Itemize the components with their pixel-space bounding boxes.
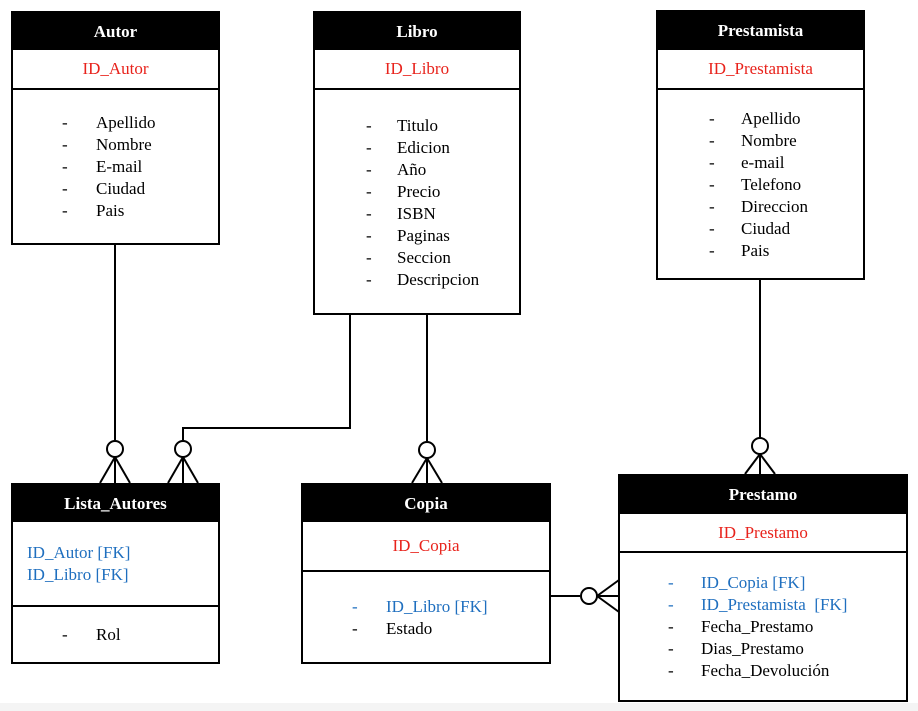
attribute-item: -Apellido bbox=[62, 113, 156, 132]
attribute-item: -Descripcion bbox=[366, 270, 480, 289]
entity-title: Libro bbox=[315, 13, 519, 50]
canvas-bottom-edge bbox=[0, 703, 918, 711]
attribute-item: -E-mail bbox=[62, 157, 143, 176]
entity-copia: Copia ID_Copia -ID_Libro [FK] -Estado bbox=[301, 483, 551, 664]
attribute-item: -Rol bbox=[62, 625, 121, 644]
attribute-item: -Estado bbox=[352, 619, 433, 638]
attribute-item: -Ciudad bbox=[709, 219, 791, 238]
attribute-item: -Fecha_Devolución bbox=[668, 661, 830, 680]
attribute-item: -Año bbox=[366, 160, 427, 179]
primary-key-section: ID_Libro bbox=[315, 50, 519, 90]
relationship-prestamista-prestamo bbox=[744, 280, 776, 475]
attribute-list: -ID_Copia [FK] -ID_Prestamista [FK] -Fec… bbox=[620, 572, 906, 682]
primary-key-section: ID_Prestamo bbox=[620, 514, 906, 553]
attribute-item: -Titulo bbox=[366, 116, 438, 135]
attribute-item: -Telefono bbox=[709, 175, 802, 194]
entity-title: Copia bbox=[303, 485, 549, 522]
entity-prestamo: Prestamo ID_Prestamo -ID_Copia [FK] -ID_… bbox=[618, 474, 908, 702]
foreign-key: ID_Autor [FK] bbox=[27, 543, 131, 562]
attribute-list: -Apellido -Nombre -e-mail -Telefono -Dir… bbox=[658, 108, 863, 262]
attribute-list: -Apellido -Nombre -E-mail -Ciudad -Pais bbox=[13, 112, 218, 222]
attribute-item: -Apellido bbox=[709, 109, 801, 128]
attribute-item: -Nombre bbox=[62, 135, 152, 154]
attribute-item: -Direccion bbox=[709, 197, 809, 216]
entity-title: Autor bbox=[13, 13, 218, 50]
attribute-item: -Seccion bbox=[366, 248, 451, 267]
foreign-key: -ID_Copia [FK] bbox=[668, 573, 806, 592]
primary-key: ID_Libro bbox=[384, 59, 450, 78]
primary-key-section: ID_Autor bbox=[13, 50, 218, 90]
primary-key: ID_Autor bbox=[82, 59, 149, 78]
entity-libro: Libro ID_Libro -Titulo -Edicion -Año -Pr… bbox=[313, 11, 521, 315]
attribute-item: -Fecha_Prestamo bbox=[668, 617, 814, 636]
attribute-item: -Ciudad bbox=[62, 179, 146, 198]
foreign-key: -ID_Prestamista [FK] bbox=[668, 595, 848, 614]
entity-title: Prestamo bbox=[620, 476, 906, 514]
attribute-item: -ISBN bbox=[366, 204, 436, 223]
primary-key-section: ID_Copia bbox=[303, 522, 549, 572]
attribute-list: -Rol bbox=[13, 624, 218, 646]
primary-key: ID_Prestamo bbox=[718, 523, 808, 542]
attribute-list: -Titulo -Edicion -Año -Precio -ISBN -Pag… bbox=[315, 115, 519, 291]
entity-lista-autores: Lista_Autores ID_Autor [FK] ID_Libro [FK… bbox=[11, 483, 220, 664]
entity-title: Lista_Autores bbox=[13, 485, 218, 522]
attribute-item: -Precio bbox=[366, 182, 441, 201]
primary-key: ID_Prestamista bbox=[708, 59, 813, 78]
attribute-item: -Pais bbox=[709, 241, 770, 260]
foreign-key: ID_Libro [FK] bbox=[27, 565, 129, 584]
foreign-key: -ID_Libro [FK] bbox=[352, 597, 488, 616]
foreign-key-section: ID_Autor [FK] ID_Libro [FK] bbox=[13, 522, 218, 607]
attribute-item: -Dias_Prestamo bbox=[668, 639, 804, 658]
attribute-item: -Nombre bbox=[709, 131, 797, 150]
relationship-autor-lista-autores bbox=[99, 245, 131, 484]
attribute-item: -Paginas bbox=[366, 226, 450, 245]
attribute-item: -Edicion bbox=[366, 138, 450, 157]
relationship-libro-lista-autores bbox=[167, 315, 351, 484]
relationship-libro-copia bbox=[411, 315, 443, 484]
primary-key: ID_Copia bbox=[392, 536, 460, 555]
primary-key-section: ID_Prestamista bbox=[658, 50, 863, 90]
relationship-copia-prestamo bbox=[551, 579, 620, 613]
attribute-item: -e-mail bbox=[709, 153, 785, 172]
entity-title: Prestamista bbox=[658, 12, 863, 50]
attribute-item: -Pais bbox=[62, 201, 125, 220]
attribute-list: -ID_Libro [FK] -Estado bbox=[303, 596, 549, 640]
entity-autor: Autor ID_Autor -Apellido -Nombre -E-mail… bbox=[11, 11, 220, 245]
entity-prestamista: Prestamista ID_Prestamista -Apellido -No… bbox=[656, 10, 865, 280]
